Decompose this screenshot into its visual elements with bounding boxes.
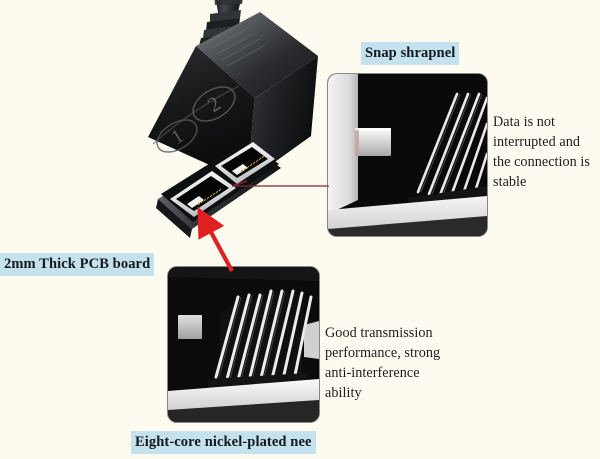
housing-bottom-lip xyxy=(168,400,319,422)
contact-pin-array xyxy=(416,92,487,200)
pin-housing-ridge xyxy=(220,291,302,387)
description-line: performance, strong xyxy=(325,345,441,362)
main-product-photo: 2 1 xyxy=(95,0,345,264)
housing-left-wall xyxy=(328,74,358,214)
side-contact-tab xyxy=(178,315,202,339)
description-line: interrupted and xyxy=(493,134,581,151)
description-line: anti-interference xyxy=(325,365,420,382)
snap-shrapnel-macro-photo xyxy=(328,74,487,236)
callout-label-eight-core: Eight-core nickel-plated nee xyxy=(131,431,316,455)
callout-description-snap-shrapnel: Data is not interrupted and the connecti… xyxy=(493,112,600,193)
rj45-port-plate xyxy=(156,140,281,238)
connector-body: 2 1 xyxy=(148,46,255,182)
eight-contact-pins xyxy=(214,289,313,387)
eight-core-pins-macro-photo xyxy=(168,267,319,422)
rj45-port-1[interactable] xyxy=(170,171,236,217)
description-line: Good transmission xyxy=(325,325,433,341)
callout-description-eight-core: Good transmission performance, strong an… xyxy=(325,323,469,404)
connector-right-face xyxy=(247,56,318,182)
description-line: stable xyxy=(493,174,527,191)
callout-label-pcb-board: 2mm Thick PCB board xyxy=(0,253,155,277)
description-line: the connection is xyxy=(493,154,590,171)
right-shield-edge xyxy=(304,321,319,359)
description-line: ability xyxy=(325,385,362,402)
product-illustration: 2 1 xyxy=(148,0,318,238)
housing-bottom-lip xyxy=(328,216,487,236)
callout-label-snap-shrapnel: Snap shrapnel xyxy=(361,42,460,66)
connector-top-face xyxy=(196,12,318,98)
snap-shrapnel-illustration xyxy=(328,74,487,236)
rj45-port-2[interactable] xyxy=(215,142,275,184)
snap-shrapnel-tab xyxy=(355,128,391,156)
description-line: Data is not xyxy=(493,114,556,130)
eight-core-pins-illustration xyxy=(168,267,319,422)
